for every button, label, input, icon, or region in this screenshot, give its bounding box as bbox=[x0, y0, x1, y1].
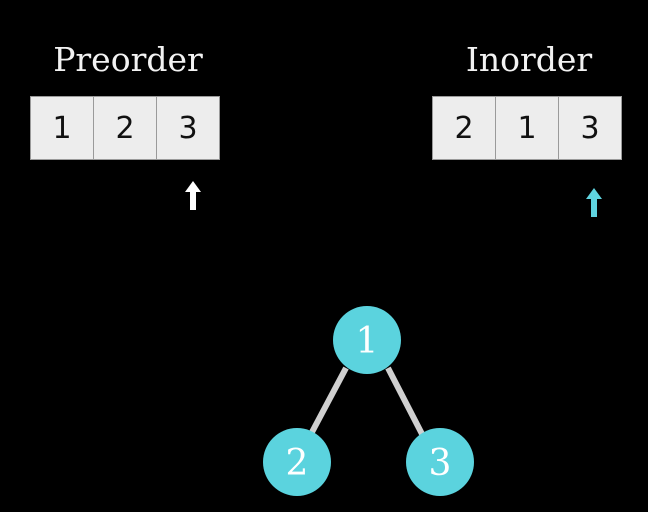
inorder-title: Inorder bbox=[465, 40, 593, 79]
preorder-pointer-up-arrow-icon bbox=[185, 181, 201, 210]
tree-node-1: 1 bbox=[333, 306, 401, 374]
tree-node-label: 1 bbox=[356, 321, 379, 362]
tree-node-label: 2 bbox=[286, 443, 309, 484]
tree-edge-1-2 bbox=[308, 366, 349, 436]
preorder-array: 1 2 3 bbox=[30, 96, 220, 160]
inorder-pointer-up-arrow-icon bbox=[586, 188, 602, 217]
preorder-cell: 2 bbox=[93, 96, 157, 160]
preorder-cell: 1 bbox=[30, 96, 94, 160]
preorder-cell: 3 bbox=[156, 96, 220, 160]
inorder-cell: 3 bbox=[558, 96, 622, 160]
tree-edge-1-3 bbox=[385, 366, 425, 436]
preorder-title: Preorder bbox=[53, 40, 203, 79]
tree-node-2: 2 bbox=[263, 428, 331, 496]
inorder-cell: 2 bbox=[432, 96, 496, 160]
tree-node-3: 3 bbox=[406, 428, 474, 496]
tree-node-label: 3 bbox=[429, 443, 452, 484]
inorder-array: 2 1 3 bbox=[432, 96, 622, 160]
